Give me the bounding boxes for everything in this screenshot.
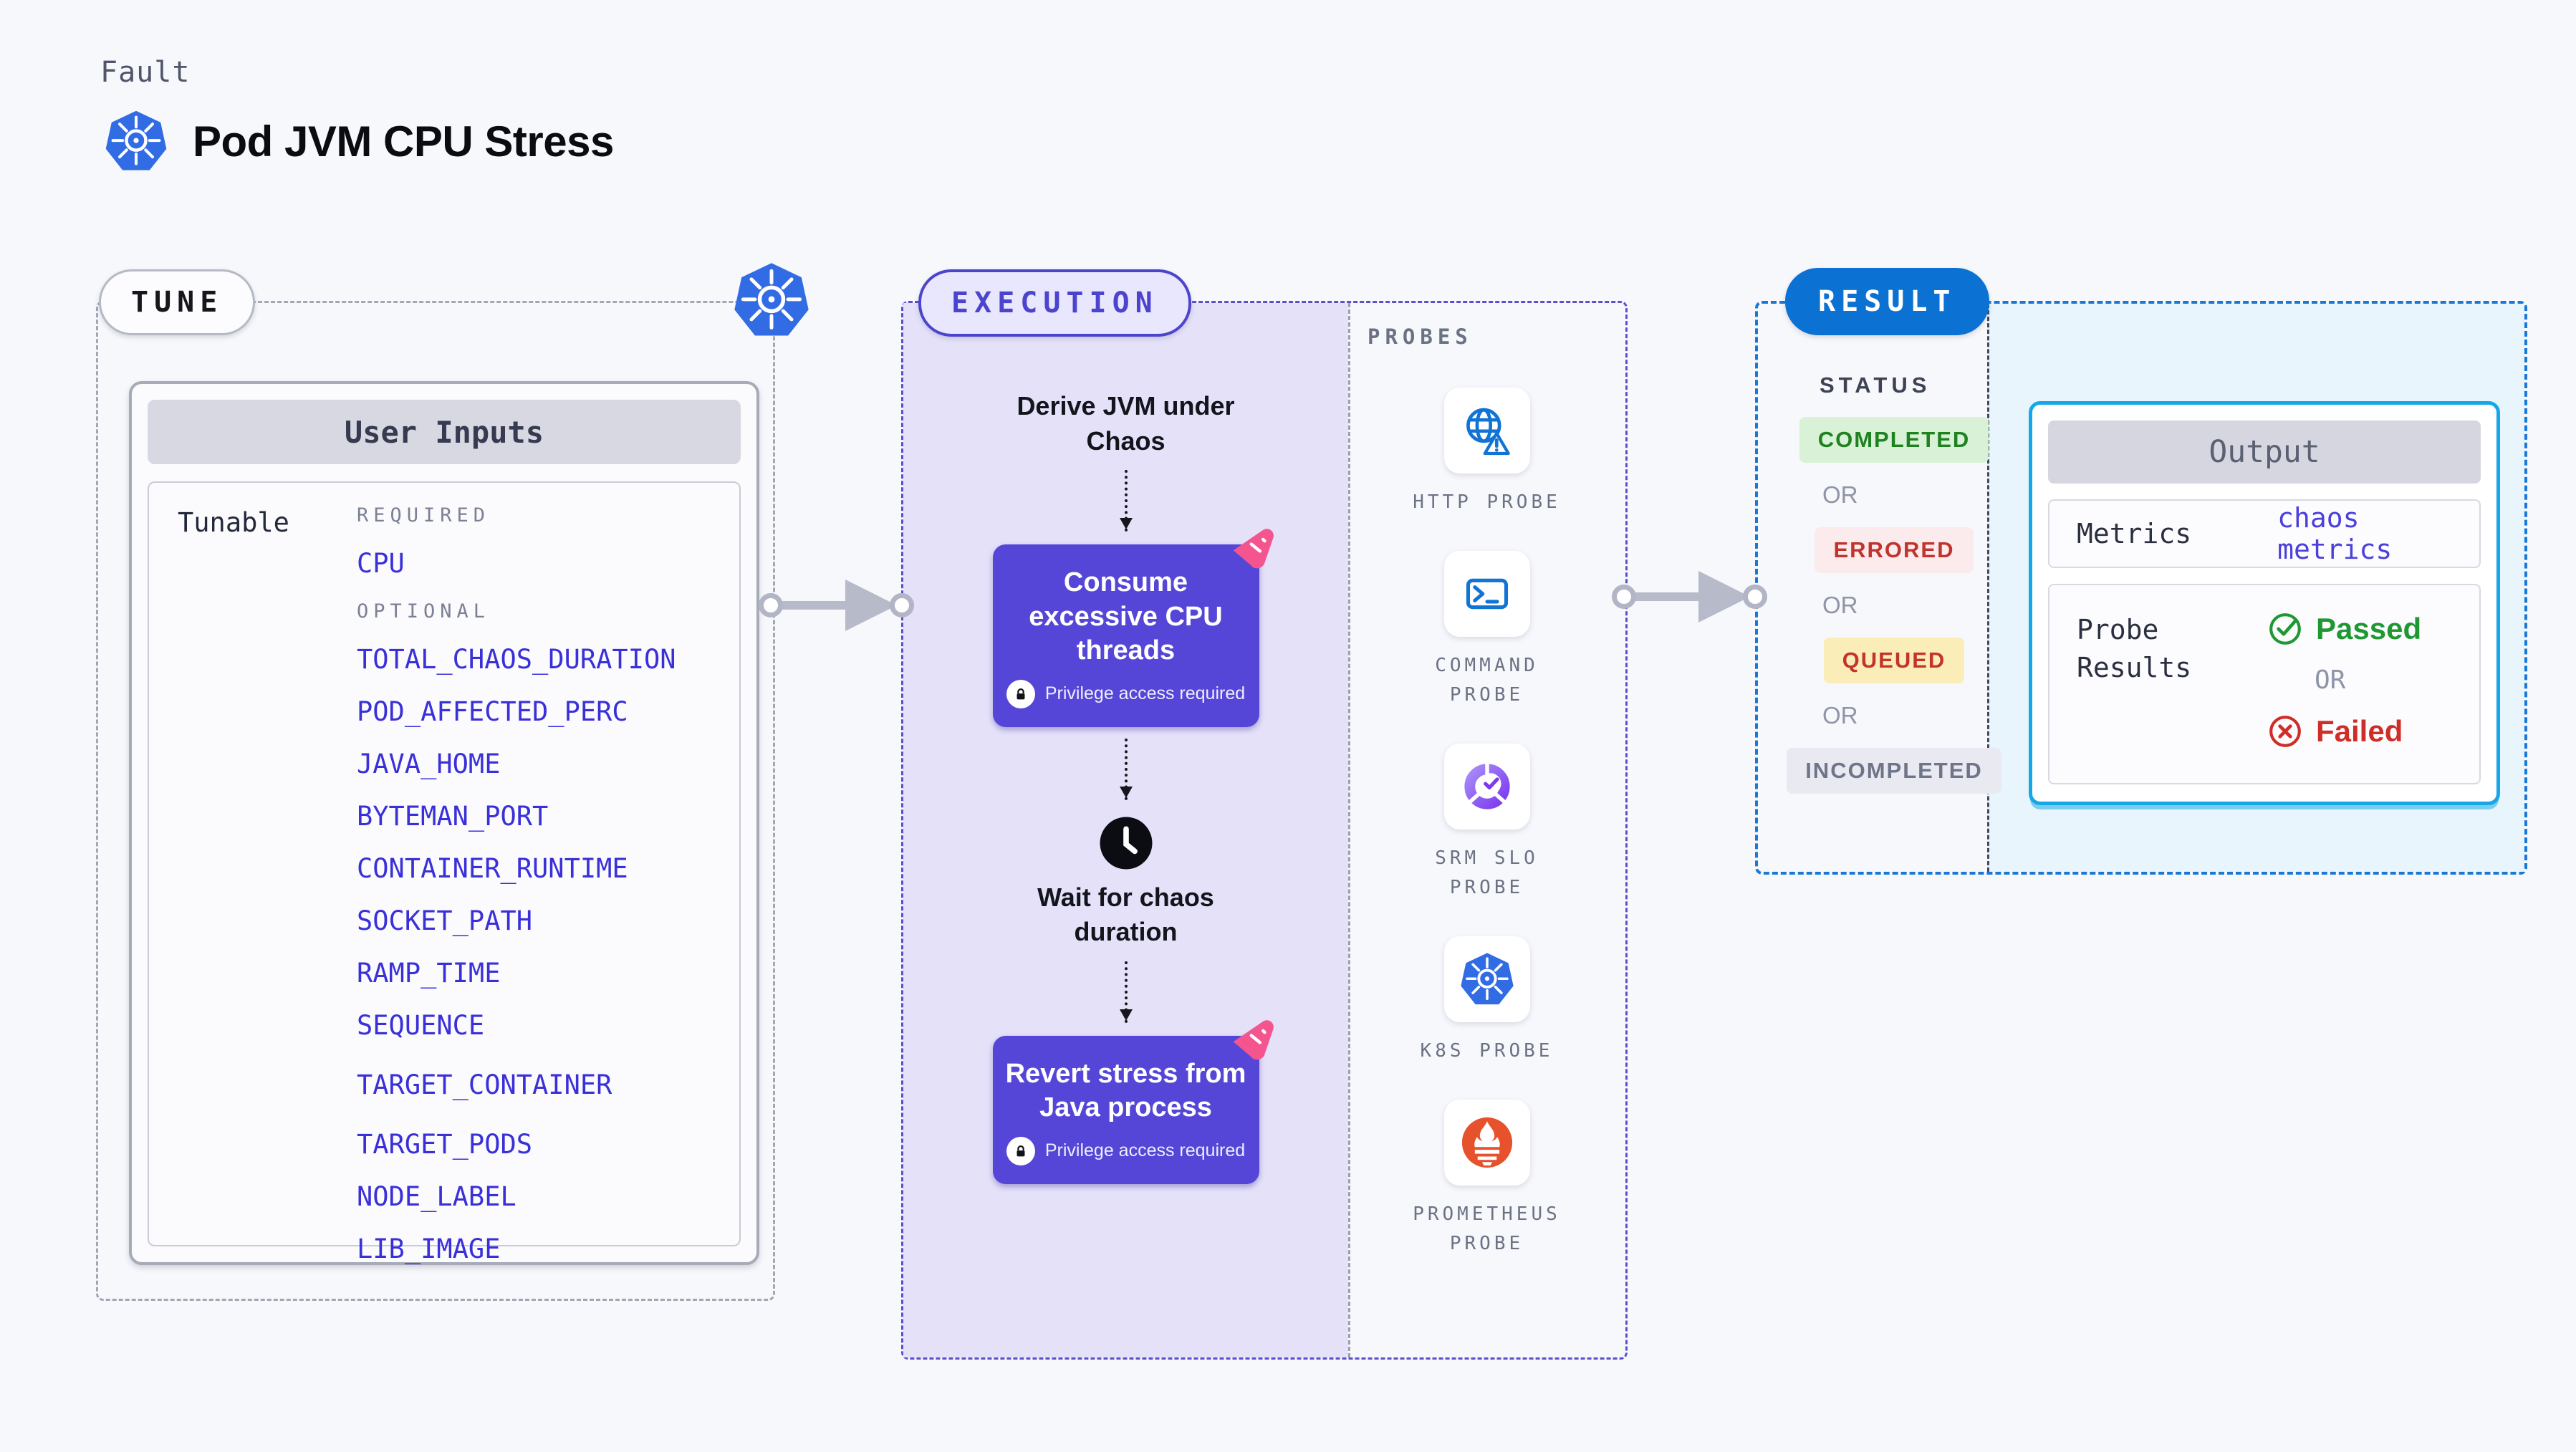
- x-circle-icon: [2269, 716, 2301, 747]
- probe-item: PROMETHEUS PROBE: [1395, 1099, 1578, 1259]
- flow-connector: [1119, 470, 1133, 532]
- or-label: OR: [1822, 481, 1858, 508]
- probes-divider: [1348, 303, 1350, 1357]
- params-list: REQUIRED CPU OPTIONAL TOTAL_CHAOS_DURATI…: [357, 504, 676, 1264]
- probe-label: HTTP PROBE: [1413, 491, 1561, 513]
- or-label: OR: [1822, 702, 1858, 729]
- param-link[interactable]: NODE_LABEL: [357, 1181, 516, 1212]
- param-link[interactable]: BYTEMAN_PORT: [357, 801, 549, 832]
- param-link[interactable]: TARGET_CONTAINER: [357, 1069, 612, 1100]
- status-badge-errored: ERRORED: [1815, 527, 1974, 573]
- param-link[interactable]: TARGET_PODS: [357, 1129, 533, 1160]
- output-card: Output Metrics chaos metrics Probe Resul…: [2029, 401, 2500, 805]
- param-link[interactable]: TOTAL_CHAOS_DURATION: [357, 644, 676, 675]
- status-badge-queued: QUEUED: [1823, 638, 1965, 683]
- user-inputs-card: User Inputs Tunable REQUIRED CPU OPTIONA…: [129, 381, 759, 1265]
- kubernetes-corner-icon: [734, 263, 809, 336]
- required-heading: REQUIRED: [357, 504, 491, 527]
- fault-eyebrow: Fault: [100, 56, 191, 89]
- param-link[interactable]: RAMP_TIME: [357, 958, 501, 989]
- param-link[interactable]: CONTAINER_RUNTIME: [357, 853, 628, 884]
- check-circle-icon: [2269, 613, 2301, 645]
- step-consume-label: Consume excessive CPU threads: [1029, 567, 1223, 666]
- param-link[interactable]: JAVA_HOME: [357, 749, 501, 779]
- probe-item: SRM SLO PROBE: [1395, 743, 1578, 903]
- probe-label: PROMETHEUS PROBE: [1413, 1203, 1561, 1255]
- step-consume-node: Consume excessive CPU threads Privilege …: [992, 529, 1274, 727]
- param-link[interactable]: LIB_IMAGE: [357, 1234, 501, 1264]
- flow-connector: [1119, 738, 1133, 800]
- metrics-row: Metrics chaos metrics: [2048, 499, 2481, 568]
- status-badge-completed: COMPLETED: [1799, 417, 1989, 463]
- kubernetes-icon: [105, 110, 167, 170]
- or-label: OR: [1822, 592, 1858, 618]
- probe-list: HTTP PROBE COMMAND PROBE: [1348, 388, 1625, 1259]
- page-title: Pod JVM CPU Stress: [193, 117, 614, 165]
- user-inputs-title: User Inputs: [148, 400, 741, 464]
- probe-results-row: Probe Results Passed OR: [2048, 584, 2481, 784]
- execution-section-box: Derive JVM under Chaos Consume excessive…: [901, 301, 1628, 1360]
- result-divider: [1987, 304, 1989, 872]
- status-heading: STATUS: [1820, 372, 1931, 398]
- step-derive: Derive JVM under Chaos: [1017, 391, 1235, 456]
- tune-section-box: [96, 301, 775, 1301]
- command-probe-icon: [1443, 550, 1530, 637]
- prometheus-probe-icon: [1443, 1099, 1530, 1186]
- passed-line: Passed: [2267, 611, 2421, 647]
- probe-label: COMMAND PROBE: [1435, 654, 1539, 706]
- arrow-execution-to-result: [1612, 571, 1767, 622]
- clock-icon: [1100, 817, 1152, 870]
- metrics-value-link[interactable]: chaos metrics: [2277, 502, 2393, 565]
- or-label: OR: [2315, 665, 2346, 695]
- arrow-tune-to-execution: [759, 580, 914, 631]
- result-section-box: STATUS COMPLETED OR ERRORED OR QUEUED OR…: [1755, 301, 2527, 875]
- chaos-spark-icon: [1233, 1020, 1274, 1060]
- step-revert-node: Revert stress from Java process Privileg…: [992, 1020, 1274, 1184]
- chaos-spark-icon: [1233, 529, 1274, 569]
- privilege-note: Privilege access required: [1044, 683, 1246, 704]
- lock-icon: [1006, 679, 1035, 708]
- arrow-end-dot: [1743, 585, 1767, 609]
- srm-slo-probe-icon: [1443, 743, 1530, 830]
- probe-item: HTTP PROBE: [1395, 388, 1578, 518]
- status-column: STATUS COMPLETED OR ERRORED OR QUEUED OR…: [1787, 372, 2001, 794]
- title-row: Pod JVM CPU Stress: [104, 109, 614, 173]
- param-link[interactable]: SEQUENCE: [357, 1010, 485, 1041]
- probe-label: K8S PROBE: [1420, 1039, 1554, 1062]
- k8s-probe-icon: [1443, 936, 1530, 1022]
- tunable-label: Tunable: [178, 507, 289, 538]
- result-pill: RESULT: [1785, 268, 1989, 335]
- metrics-label: Metrics: [2077, 518, 2192, 549]
- status-badge-incompleted: INCOMPLETED: [1787, 748, 2001, 794]
- probe-item: COMMAND PROBE: [1395, 550, 1578, 711]
- probes-heading: PROBES: [1368, 324, 1473, 349]
- param-link[interactable]: SOCKET_PATH: [357, 905, 533, 936]
- arrow-start-dot: [759, 593, 783, 617]
- arrow-end-dot: [890, 593, 914, 617]
- param-link[interactable]: CPU: [357, 548, 405, 579]
- execution-flow: Derive JVM under Chaos Consume excessive…: [903, 303, 1348, 1184]
- param-link[interactable]: POD_AFFECTED_PERC: [357, 696, 628, 727]
- optional-heading: OPTIONAL: [357, 600, 491, 622]
- tune-pill: TUNE: [99, 269, 256, 335]
- failed-line: Failed: [2267, 713, 2421, 749]
- step-wait: Wait for chaos duration: [1037, 882, 1214, 947]
- http-probe-icon: [1443, 388, 1530, 473]
- failed-label: Failed: [2316, 714, 2403, 748]
- probe-item: K8S PROBE: [1395, 936, 1578, 1067]
- probe-results-label: Probe Results: [2077, 614, 2192, 684]
- user-inputs-panel: Tunable REQUIRED CPU OPTIONAL TOTAL_CHAO…: [148, 481, 741, 1264]
- lock-icon: [1006, 1136, 1035, 1165]
- passed-label: Passed: [2316, 612, 2422, 645]
- arrow-start-dot: [1612, 585, 1636, 609]
- output-title: Output: [2048, 420, 2481, 484]
- flow-connector: [1119, 961, 1133, 1023]
- step-revert-label: Revert stress from Java process: [1005, 1058, 1246, 1123]
- probe-label: SRM SLO PROBE: [1435, 847, 1539, 899]
- execution-pill: EXECUTION: [918, 269, 1191, 337]
- privilege-note: Privilege access required: [1044, 1140, 1246, 1161]
